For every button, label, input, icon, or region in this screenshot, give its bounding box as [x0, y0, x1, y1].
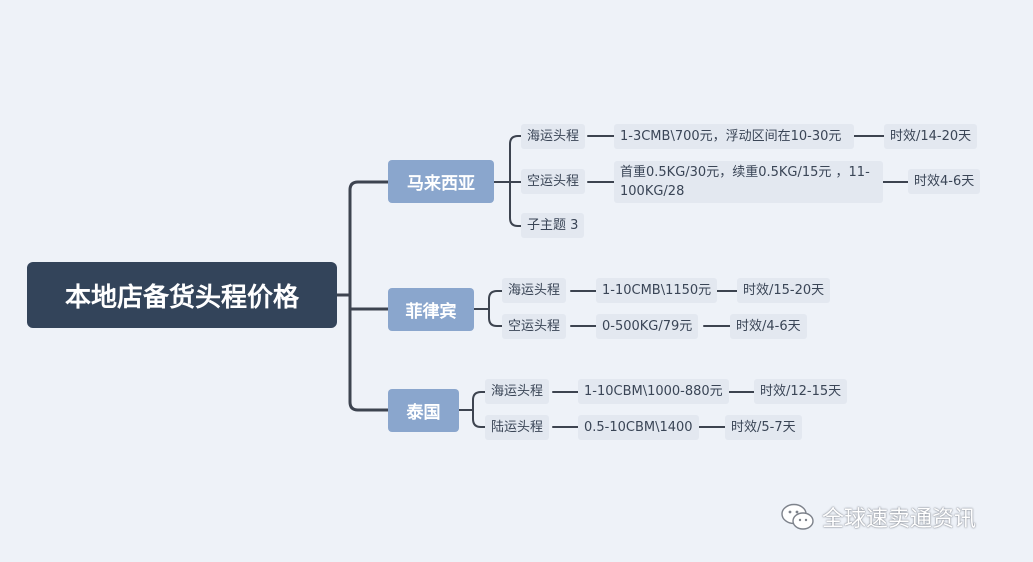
- wechat-icon: [781, 503, 814, 530]
- watermark-text: 全球速卖通资讯: [822, 507, 977, 532]
- thailand-land-time[interactable]: 时效/5-7天: [725, 415, 802, 440]
- country-thailand[interactable]: 泰国: [388, 389, 459, 432]
- malaysia-sea-mode[interactable]: 海运头程: [521, 124, 586, 149]
- country-malaysia[interactable]: 马来西亚: [388, 160, 494, 203]
- connector-malaysia-sub3: [509, 181, 522, 227]
- connector-philippines-sea: [473, 290, 503, 310]
- philippines-sea-mode[interactable]: 海运头程: [502, 278, 567, 303]
- malaysia-sea-price[interactable]: 1-3CMB\700元，浮动区间在10-30元: [614, 124, 854, 149]
- watermark: 全球速卖通资讯: [780, 500, 976, 534]
- philippines-sea-price[interactable]: 1-10CMB\1150元: [596, 278, 718, 303]
- connector-root-philippines: [335, 293, 390, 311]
- malaysia-subtopic-3[interactable]: 子主题 3: [521, 213, 585, 238]
- philippines-air-price[interactable]: 0-500KG/79元: [596, 314, 699, 339]
- malaysia-air-price[interactable]: 首重0.5KG/30元，续重0.5KG/15元 ，11-100KG/28: [614, 161, 883, 203]
- philippines-air-mode[interactable]: 空运头程: [502, 314, 567, 339]
- thailand-sea-price[interactable]: 1-10CBM\1000-880元: [578, 379, 729, 404]
- malaysia-air-time[interactable]: 时效4-6天: [908, 169, 981, 194]
- thailand-sea-mode[interactable]: 海运头程: [485, 379, 550, 404]
- connector-root-malaysia: [335, 180, 390, 297]
- connector-philippines-air: [488, 308, 503, 327]
- philippines-air-time[interactable]: 时效/4-6天: [730, 314, 807, 339]
- thailand-land-mode[interactable]: 陆运头程: [485, 415, 550, 440]
- connector-thailand-sea: [458, 391, 486, 411]
- country-philippines[interactable]: 菲律宾: [388, 288, 474, 331]
- philippines-sea-time[interactable]: 时效/15-20天: [737, 278, 831, 303]
- malaysia-sea-time[interactable]: 时效/14-20天: [884, 124, 978, 149]
- malaysia-air-mode[interactable]: 空运头程: [521, 169, 586, 194]
- connector-thailand-land: [472, 409, 486, 428]
- thailand-land-price[interactable]: 0.5-10CBM\1400: [578, 415, 699, 440]
- connector-root-thailand: [335, 293, 390, 412]
- thailand-sea-time[interactable]: 时效/12-15天: [754, 379, 848, 404]
- root-topic[interactable]: 本地店备货头程价格: [27, 262, 337, 328]
- connector-malaysia-sea: [493, 135, 522, 183]
